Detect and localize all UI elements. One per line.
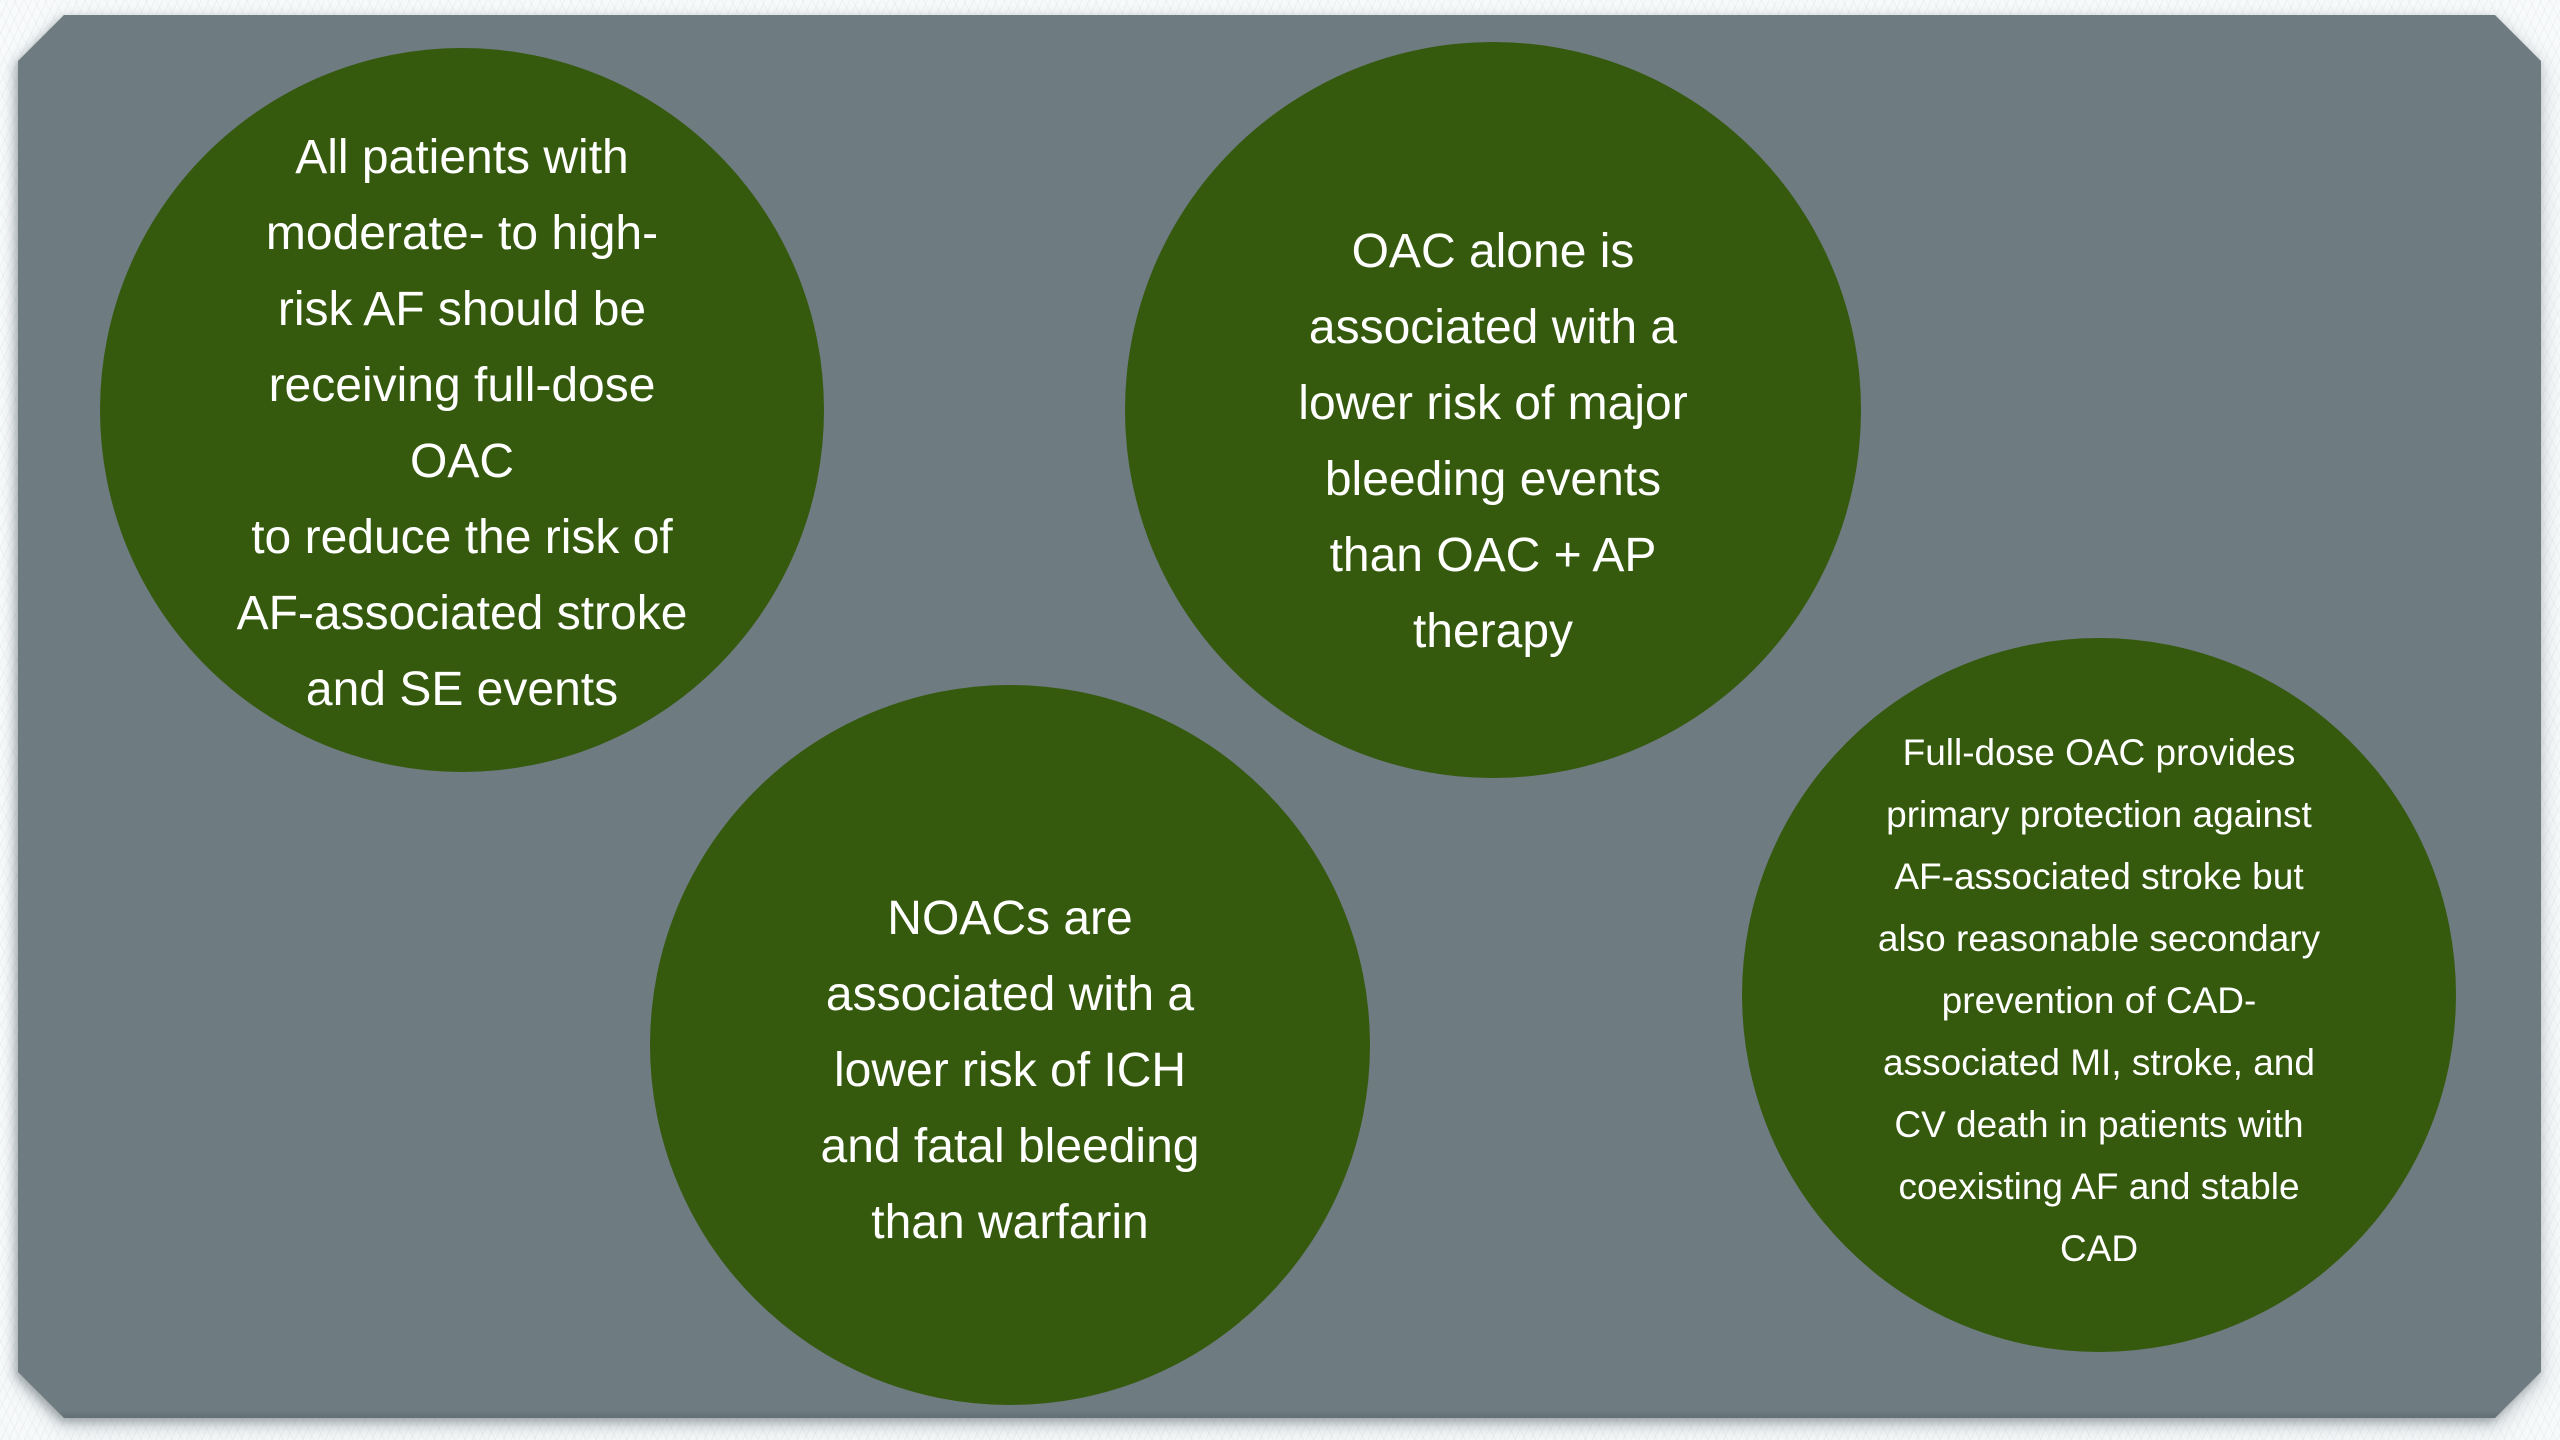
key-message-text-2: OAC alone is associated with a lower ris…	[1298, 225, 1688, 658]
key-message-circle-4: Full-dose OAC provides primary protectio…	[1742, 638, 2456, 1352]
key-message-text-1: All patients with moderate- to high- ris…	[236, 131, 688, 716]
key-message-circle-3: NOACs are associated with a lower risk o…	[650, 685, 1370, 1405]
key-message-text-3: NOACs are associated with a lower risk o…	[820, 892, 1200, 1249]
key-message-circle-2: OAC alone is associated with a lower ris…	[1125, 42, 1861, 778]
key-message-circle-1: All patients with moderate- to high- ris…	[100, 48, 824, 772]
key-message-text-4: Full-dose OAC provides primary protectio…	[1877, 732, 2321, 1269]
slide-background: All patients with moderate- to high- ris…	[18, 15, 2541, 1418]
